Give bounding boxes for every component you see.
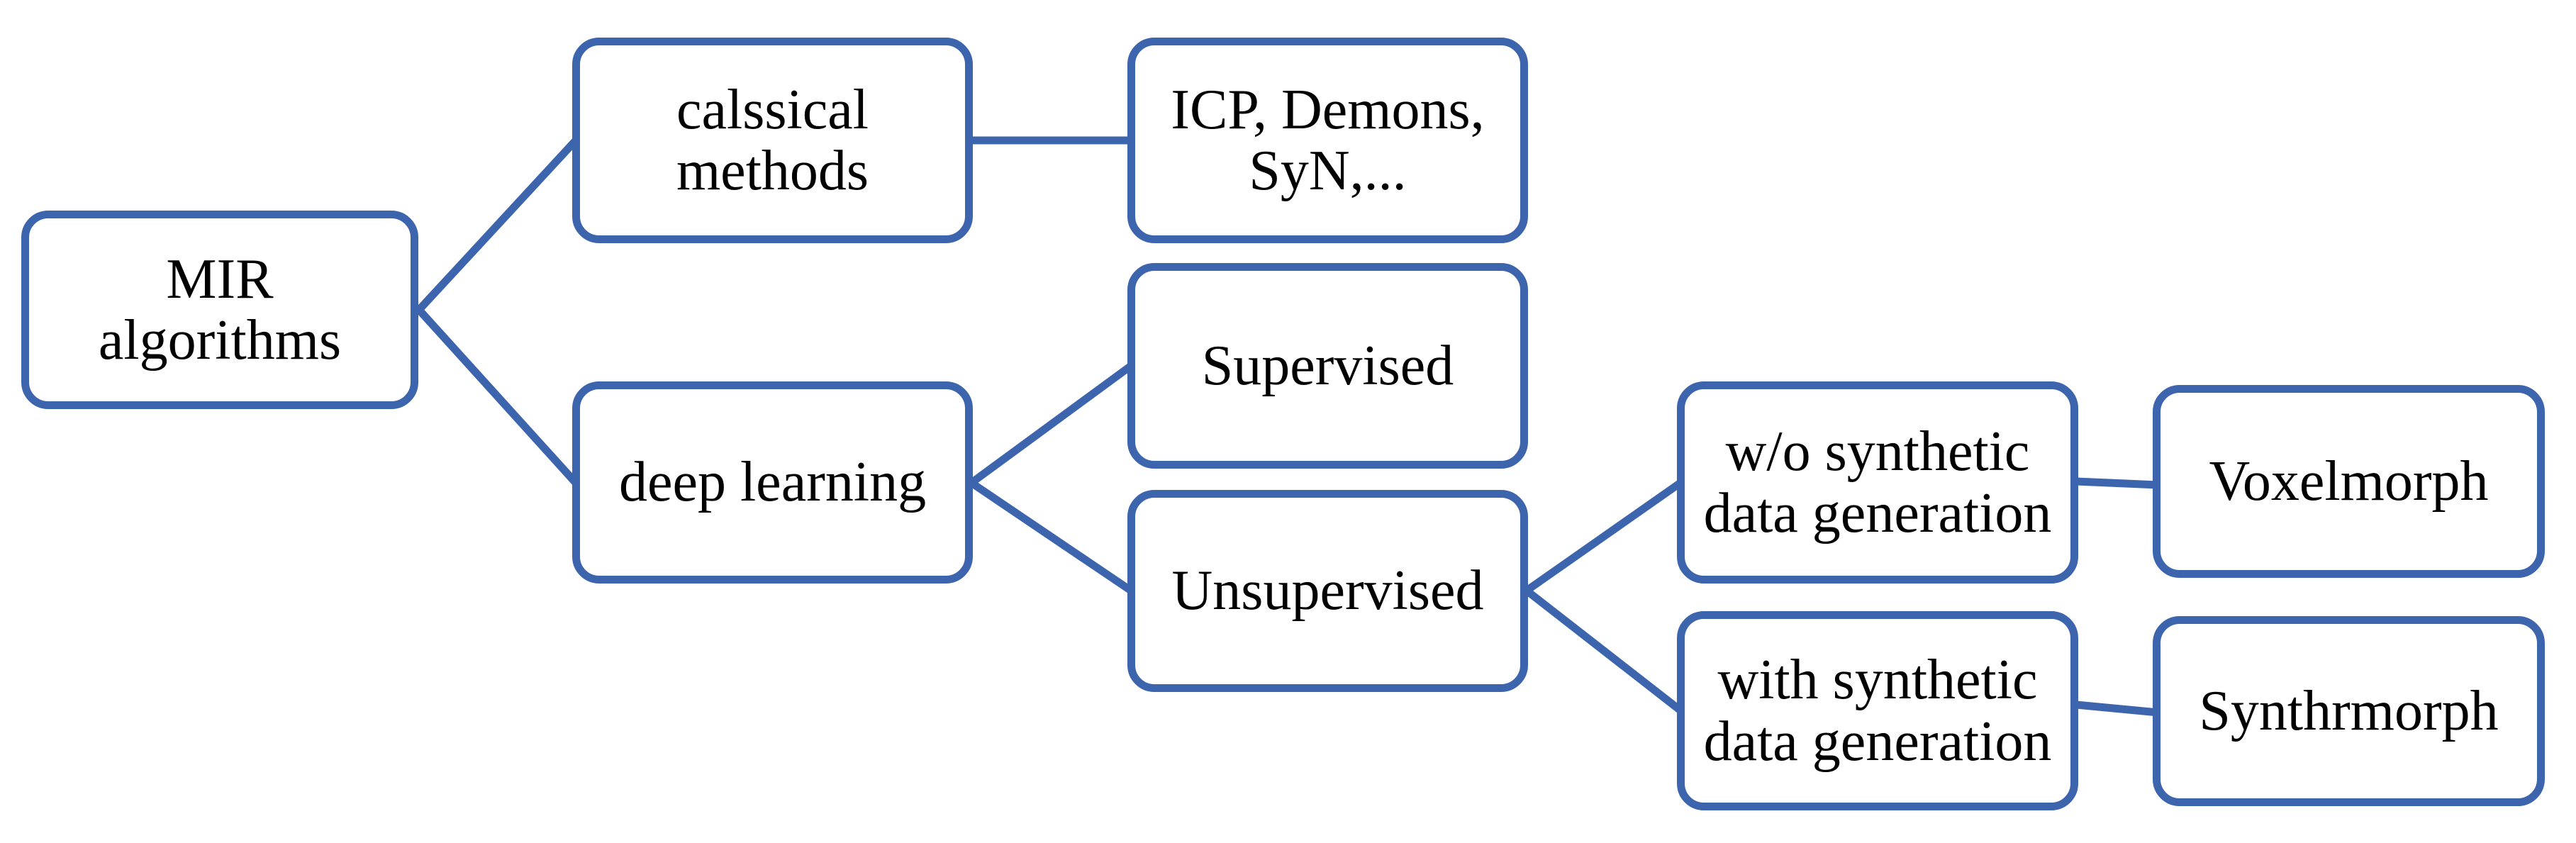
- node-deep-learning: deep learning: [572, 381, 973, 584]
- node-label: ICP, Demons,SyN,...: [1171, 79, 1484, 202]
- edge-unsup-to-wo-synth: [1522, 479, 1685, 595]
- node-synthrmorph: Synthrmorph: [2153, 616, 2545, 806]
- node-supervised: Supervised: [1127, 263, 1528, 469]
- node-label-line: Synthrmorph: [2199, 679, 2499, 742]
- node-unsupervised: Unsupervised: [1127, 490, 1528, 692]
- node-label-line: methods: [676, 140, 869, 202]
- node-label-line: data generation: [1703, 710, 2052, 773]
- node-label: Voxelmorph: [2209, 451, 2488, 512]
- edge-mir-to-classical: [415, 136, 580, 314]
- node-label-line: calssical: [676, 78, 869, 141]
- node-label-line: algorithms: [98, 309, 342, 372]
- node-label-line: data generation: [1703, 481, 2052, 545]
- node-label-line: Voxelmorph: [2209, 450, 2489, 513]
- edge-deep-to-supervised: [967, 362, 1135, 487]
- node-label-line: Unsupervised: [1171, 559, 1484, 623]
- node-label-line: Supervised: [1201, 334, 1454, 397]
- node-label-line: SyN,...: [1249, 140, 1407, 202]
- node-classical-examples: ICP, Demons,SyN,...: [1127, 38, 1528, 243]
- edge-unsup-to-with-synth: [1522, 586, 1685, 715]
- node-voxelmorph: Voxelmorph: [2153, 385, 2545, 578]
- edge-with-to-synthrmorph: [2072, 700, 2163, 717]
- node-label-line: w/o synthetic: [1725, 420, 2030, 484]
- edge-mir-to-deep-learning: [415, 306, 580, 487]
- node-label-line: with synthetic: [1717, 649, 2038, 712]
- edge-wo-to-voxelmorph: [2072, 477, 2163, 489]
- node-label: Unsupervised: [1172, 560, 1484, 621]
- node-label-line: deep learning: [618, 451, 927, 514]
- edge-deep-to-unsupervised: [967, 479, 1135, 595]
- node-label-line: ICP, Demons,: [1171, 78, 1485, 141]
- node-label: deep learning: [619, 452, 926, 513]
- node-label: Synthrmorph: [2199, 681, 2498, 742]
- node-label-line: MIR: [166, 247, 274, 311]
- node-label: Supervised: [1202, 335, 1454, 396]
